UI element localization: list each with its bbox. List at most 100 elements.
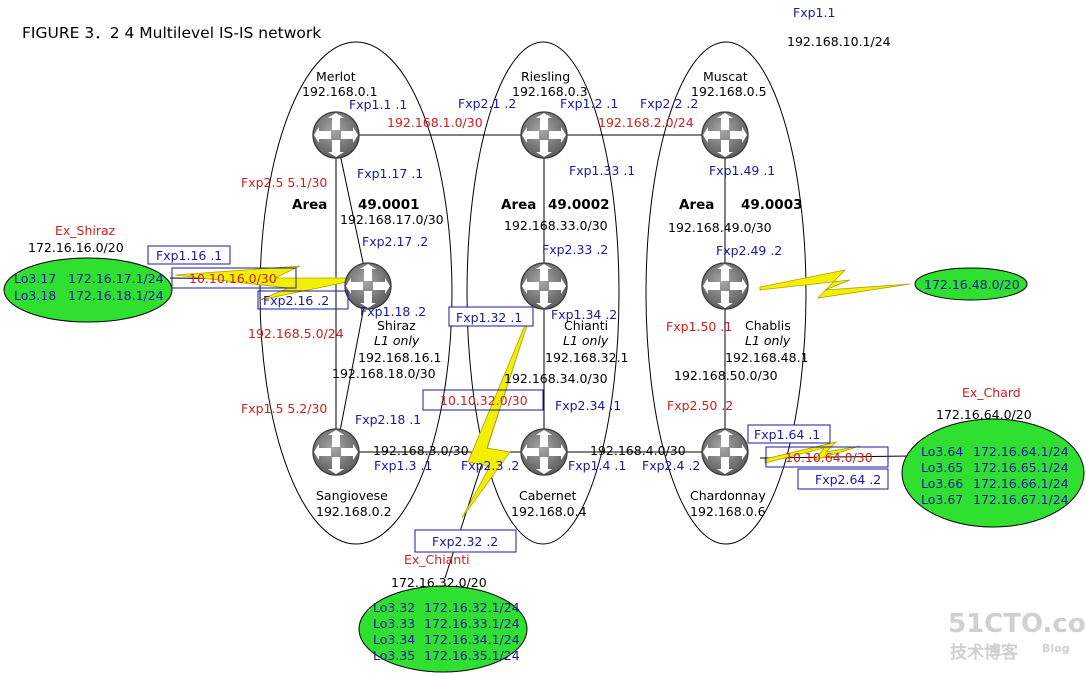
- if-fxp1-17: Fxp1.17 .1: [357, 166, 423, 181]
- router-addr-shiraz: 192.168.16.1: [358, 350, 442, 365]
- if-fxp1-3: Fxp1.3 .1: [374, 458, 432, 473]
- ex-chianti-lo-1: Lo3.32: [373, 600, 415, 615]
- ex-shiraz-net: 172.16.16.0/20: [28, 240, 124, 255]
- area-id-3: 49.0003: [741, 197, 803, 213]
- if-fxp2-1: Fxp2.1 .2: [458, 96, 516, 111]
- ex-shiraz-name: Ex_Shiraz: [55, 223, 116, 238]
- router-addr-chardonnay: 192.168.0.6: [690, 504, 766, 519]
- if-fxp1-16: Fxp1.16 .1: [156, 248, 222, 263]
- area-word-3: Area: [679, 197, 714, 213]
- ex-shiraz-ip-1: 172.16.17.1/24: [68, 271, 164, 286]
- ex-chianti-lo-4: Lo3.35: [373, 648, 415, 663]
- if-fxp1-4: Fxp1.4 .1: [568, 458, 626, 473]
- router-riesling-icon: [520, 111, 568, 159]
- ex-chard-lo-2: Lo3.65: [921, 460, 963, 475]
- box-chard-a: [747, 424, 831, 444]
- ex-chianti-lo-2: Lo3.33: [373, 616, 415, 631]
- if-fxp2-16: Fxp2.16 .2: [263, 293, 329, 308]
- ex-chianti-ip-4: 172.16.35.1/24: [424, 648, 520, 663]
- area-word-2: Area: [501, 197, 536, 213]
- subnet-192-168-50-0: 192.168.50.0/30: [674, 368, 778, 383]
- ex-shiraz-lo-2: Lo3.18: [14, 288, 56, 303]
- router-name-riesling: Riesling: [521, 69, 570, 84]
- area-word-1: Area: [292, 197, 327, 213]
- router-muscat-icon: [701, 111, 749, 159]
- area-ellipse-49-0001: [259, 41, 453, 545]
- ex-chianti-name: Ex_Chianti: [404, 552, 470, 567]
- ex-chard-lo-1: Lo3.64: [921, 444, 963, 459]
- area-ellipse-49-0003: [645, 41, 807, 545]
- if-fxp2-5: Fxp2.5 5.1/30: [241, 175, 327, 190]
- router-chardonnay-icon: [701, 428, 749, 476]
- if-fxp1-2: Fxp1.2 .1: [560, 96, 618, 111]
- ex-chard-ip-1: 172.16.64.1/24: [973, 444, 1069, 459]
- watermark-sub: 技术博客: [950, 642, 1019, 663]
- ex-chard-ip-4: 172.16.67.1/24: [973, 492, 1069, 507]
- ex-shiraz-ip-2: 172.16.18.1/24: [68, 288, 164, 303]
- lightning-chablis-icon: [759, 269, 911, 299]
- watermark-blog: Blog: [1042, 642, 1070, 655]
- router-addr-chianti: 192.168.32.1: [545, 350, 629, 365]
- router-name-chardonnay: Chardonnay: [690, 488, 766, 503]
- area-ellipse-49-0002: [466, 41, 620, 545]
- if-fxp1-5: Fxp1.5 5.2/30: [241, 401, 327, 416]
- router-name-sangiovese: Sangiovese: [316, 488, 388, 503]
- router-addr-muscat: 192.168.0.5: [691, 84, 767, 99]
- subnet-192-168-33-0: 192.168.33.0/30: [504, 218, 608, 233]
- if-fxp1-18: Fxp1.18 .2: [360, 304, 426, 319]
- router-addr-cabernet: 192.168.0.4: [511, 504, 587, 519]
- top-link-name: Fxp1.1: [793, 5, 835, 20]
- router-name-cabernet: Cabernet: [519, 488, 577, 503]
- subnet-192-168-18-0: 192.168.18.0/30: [332, 366, 436, 381]
- router-note-chablis: L1 only: [745, 333, 791, 348]
- subnet-192-168-1-0: 192.168.1.0/30: [387, 115, 483, 130]
- if-fxp1-32: Fxp1.32 .1: [456, 310, 522, 325]
- ex-chianti-ip-1: 172.16.32.1/24: [424, 600, 520, 615]
- lightning-chianti-icon: [461, 309, 533, 519]
- if-fxp2-18: Fxp2.18 .1: [355, 412, 421, 427]
- ex-chard-ip-3: 172.16.66.1/24: [973, 476, 1069, 491]
- router-name-muscat: Muscat: [703, 69, 748, 84]
- box-chianti-b: [414, 529, 517, 553]
- ex-chard-name: Ex_Chard: [962, 385, 1021, 400]
- if-fxp1-64: Fxp1.64 .1: [754, 427, 820, 442]
- if-fxp2-2: Fxp2.2 .2: [640, 96, 698, 111]
- router-chianti-icon: [520, 262, 568, 310]
- area-id-1: 49.0001: [358, 197, 420, 213]
- if-fxp1-1: Fxp1.1 .1: [349, 97, 407, 112]
- ex-shiraz-lo-1: Lo3.17: [14, 271, 56, 286]
- router-addr-riesling: 192.168.0.3: [512, 84, 588, 99]
- ex-chianti-ip-3: 172.16.34.1/24: [424, 632, 520, 647]
- ex-chard-cloud: [901, 418, 1085, 528]
- router-name-merlot: Merlot: [316, 69, 356, 84]
- subnet-192-168-17-0: 192.168.17.0/30: [340, 212, 444, 227]
- subnet-192-168-2-0: 192.168.2.0/24: [598, 115, 694, 130]
- ex-chard-ip-2: 172.16.65.1/24: [973, 460, 1069, 475]
- box-chianti-net: [422, 389, 544, 411]
- subnet-10-10-32-0: 10.10.32.0/30: [440, 393, 528, 408]
- router-name-chianti: Chianti: [564, 318, 608, 333]
- router-chablis-icon: [701, 262, 749, 310]
- subnet-10-10-64-0: 10.10.64.0/30: [785, 450, 873, 465]
- area-id-2: 49.0002: [548, 197, 610, 213]
- link-shiraz-sangiovese: [335, 285, 369, 453]
- ex-chard-lo-4: Lo3.67: [921, 492, 963, 507]
- ex-chianti-net: 172.16.32.0/20: [391, 575, 487, 590]
- router-sangiovese-icon: [312, 428, 360, 476]
- figure-title: FIGURE 3．2 4 Multilevel IS-IS network: [22, 24, 321, 42]
- box-chard-b: [797, 468, 889, 490]
- if-fxp2-49: Fxp2.49 .2: [716, 243, 782, 258]
- if-fxp2-17: Fxp2.17 .2: [362, 234, 428, 249]
- lightning-chard-icon: [764, 441, 861, 464]
- ex-shiraz-cloud: [3, 257, 173, 323]
- subnet-192-168-34-0: 192.168.34.0/30: [504, 371, 608, 386]
- router-note-chianti: L1 only: [563, 333, 609, 348]
- router-addr-sangiovese: 192.168.0.2: [316, 504, 392, 519]
- box-shiraz-a: [147, 245, 231, 265]
- router-addr-chablis: 192.168.48.1: [725, 350, 809, 365]
- if-fxp1-49: Fxp1.49 .1: [709, 163, 775, 178]
- link-merlot-shiraz: [335, 134, 369, 287]
- subnet-10-10-16-0: 10.10.16.0/30: [189, 271, 277, 286]
- box-shiraz-b: [257, 290, 349, 310]
